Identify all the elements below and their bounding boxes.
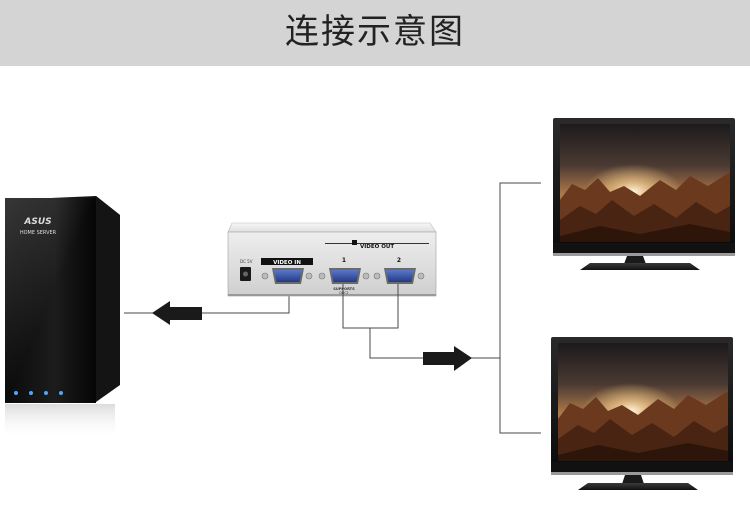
monitor-chin: [551, 462, 733, 473]
port-connector: [331, 270, 359, 282]
video-out-marker: [352, 240, 357, 245]
dc-power-jack: DC 5V: [240, 259, 253, 281]
port-screw-right: [362, 272, 370, 280]
header-bar: 连接示意图: [0, 0, 750, 66]
port-screw-right: [417, 272, 425, 280]
supports-label: SUPPORTS: [333, 287, 355, 291]
monitor-trim: [553, 253, 735, 256]
monitor-neck: [624, 256, 646, 264]
screen-canyon-front: [560, 224, 730, 242]
splitter-base-edge: [228, 294, 436, 296]
monitor-bottom: [551, 337, 733, 490]
server-led-3: [44, 391, 48, 395]
video-in-label-bar: [261, 258, 313, 265]
server-side-panel: [96, 196, 120, 402]
server-led-4: [59, 391, 63, 395]
server-model-label: HOME SERVER: [20, 230, 57, 236]
monitor-branch-line: [499, 182, 541, 434]
server-led-1: [14, 391, 18, 395]
arrow-left-icon: [152, 301, 202, 325]
monitor-top: [553, 118, 735, 270]
video-in-label: VIDEO IN: [273, 260, 301, 266]
vga-out-port-2: [373, 268, 425, 284]
port-screw-left: [318, 272, 326, 280]
arrow-left-shape: [152, 301, 202, 325]
video-out-label: VIDEO OUT: [360, 244, 394, 250]
page-title: 连接示意图: [285, 12, 465, 52]
monitor-chin: [553, 243, 735, 254]
monitor-base: [578, 483, 698, 490]
arrow-right-shape: [423, 346, 472, 371]
monitor-screen: [558, 343, 728, 461]
dc-jack-label: DC 5V: [240, 259, 253, 264]
video-out-rule: [325, 243, 429, 244]
monitor-base: [580, 263, 700, 270]
port-connector: [274, 270, 302, 282]
arrow-right-icon: [423, 346, 472, 371]
port-screw-left: [373, 272, 381, 280]
monitor-screen: [560, 124, 730, 242]
vga-out-port-1: [318, 268, 370, 284]
port-connector: [386, 270, 414, 282]
splitter-top: [227, 222, 437, 233]
port-2-label: 2: [397, 257, 401, 264]
dc-jack-pin: [243, 271, 248, 277]
port-screw-right: [305, 272, 313, 280]
home-server-device: ASUS HOME SERVER: [5, 196, 120, 440]
monitor-trim: [551, 472, 733, 475]
server-brand-logo: ASUS: [23, 217, 51, 227]
screen-canyon-front: [558, 443, 728, 461]
vga-in-port: [261, 268, 313, 284]
server-reflection: [5, 404, 115, 440]
server-led-2: [29, 391, 33, 395]
supports-sub-label: DDC2: [339, 291, 348, 295]
port-screw-left: [261, 272, 269, 280]
cable-to-monitors: [342, 182, 541, 434]
port-1-label: 1: [342, 257, 346, 264]
server-gloss: [5, 198, 96, 403]
monitor-neck: [622, 475, 644, 484]
splitter-front-panel: [227, 231, 437, 297]
vga-splitter-box: DC 5V VIDEO IN VIDEO OUT 1 2: [227, 222, 437, 297]
